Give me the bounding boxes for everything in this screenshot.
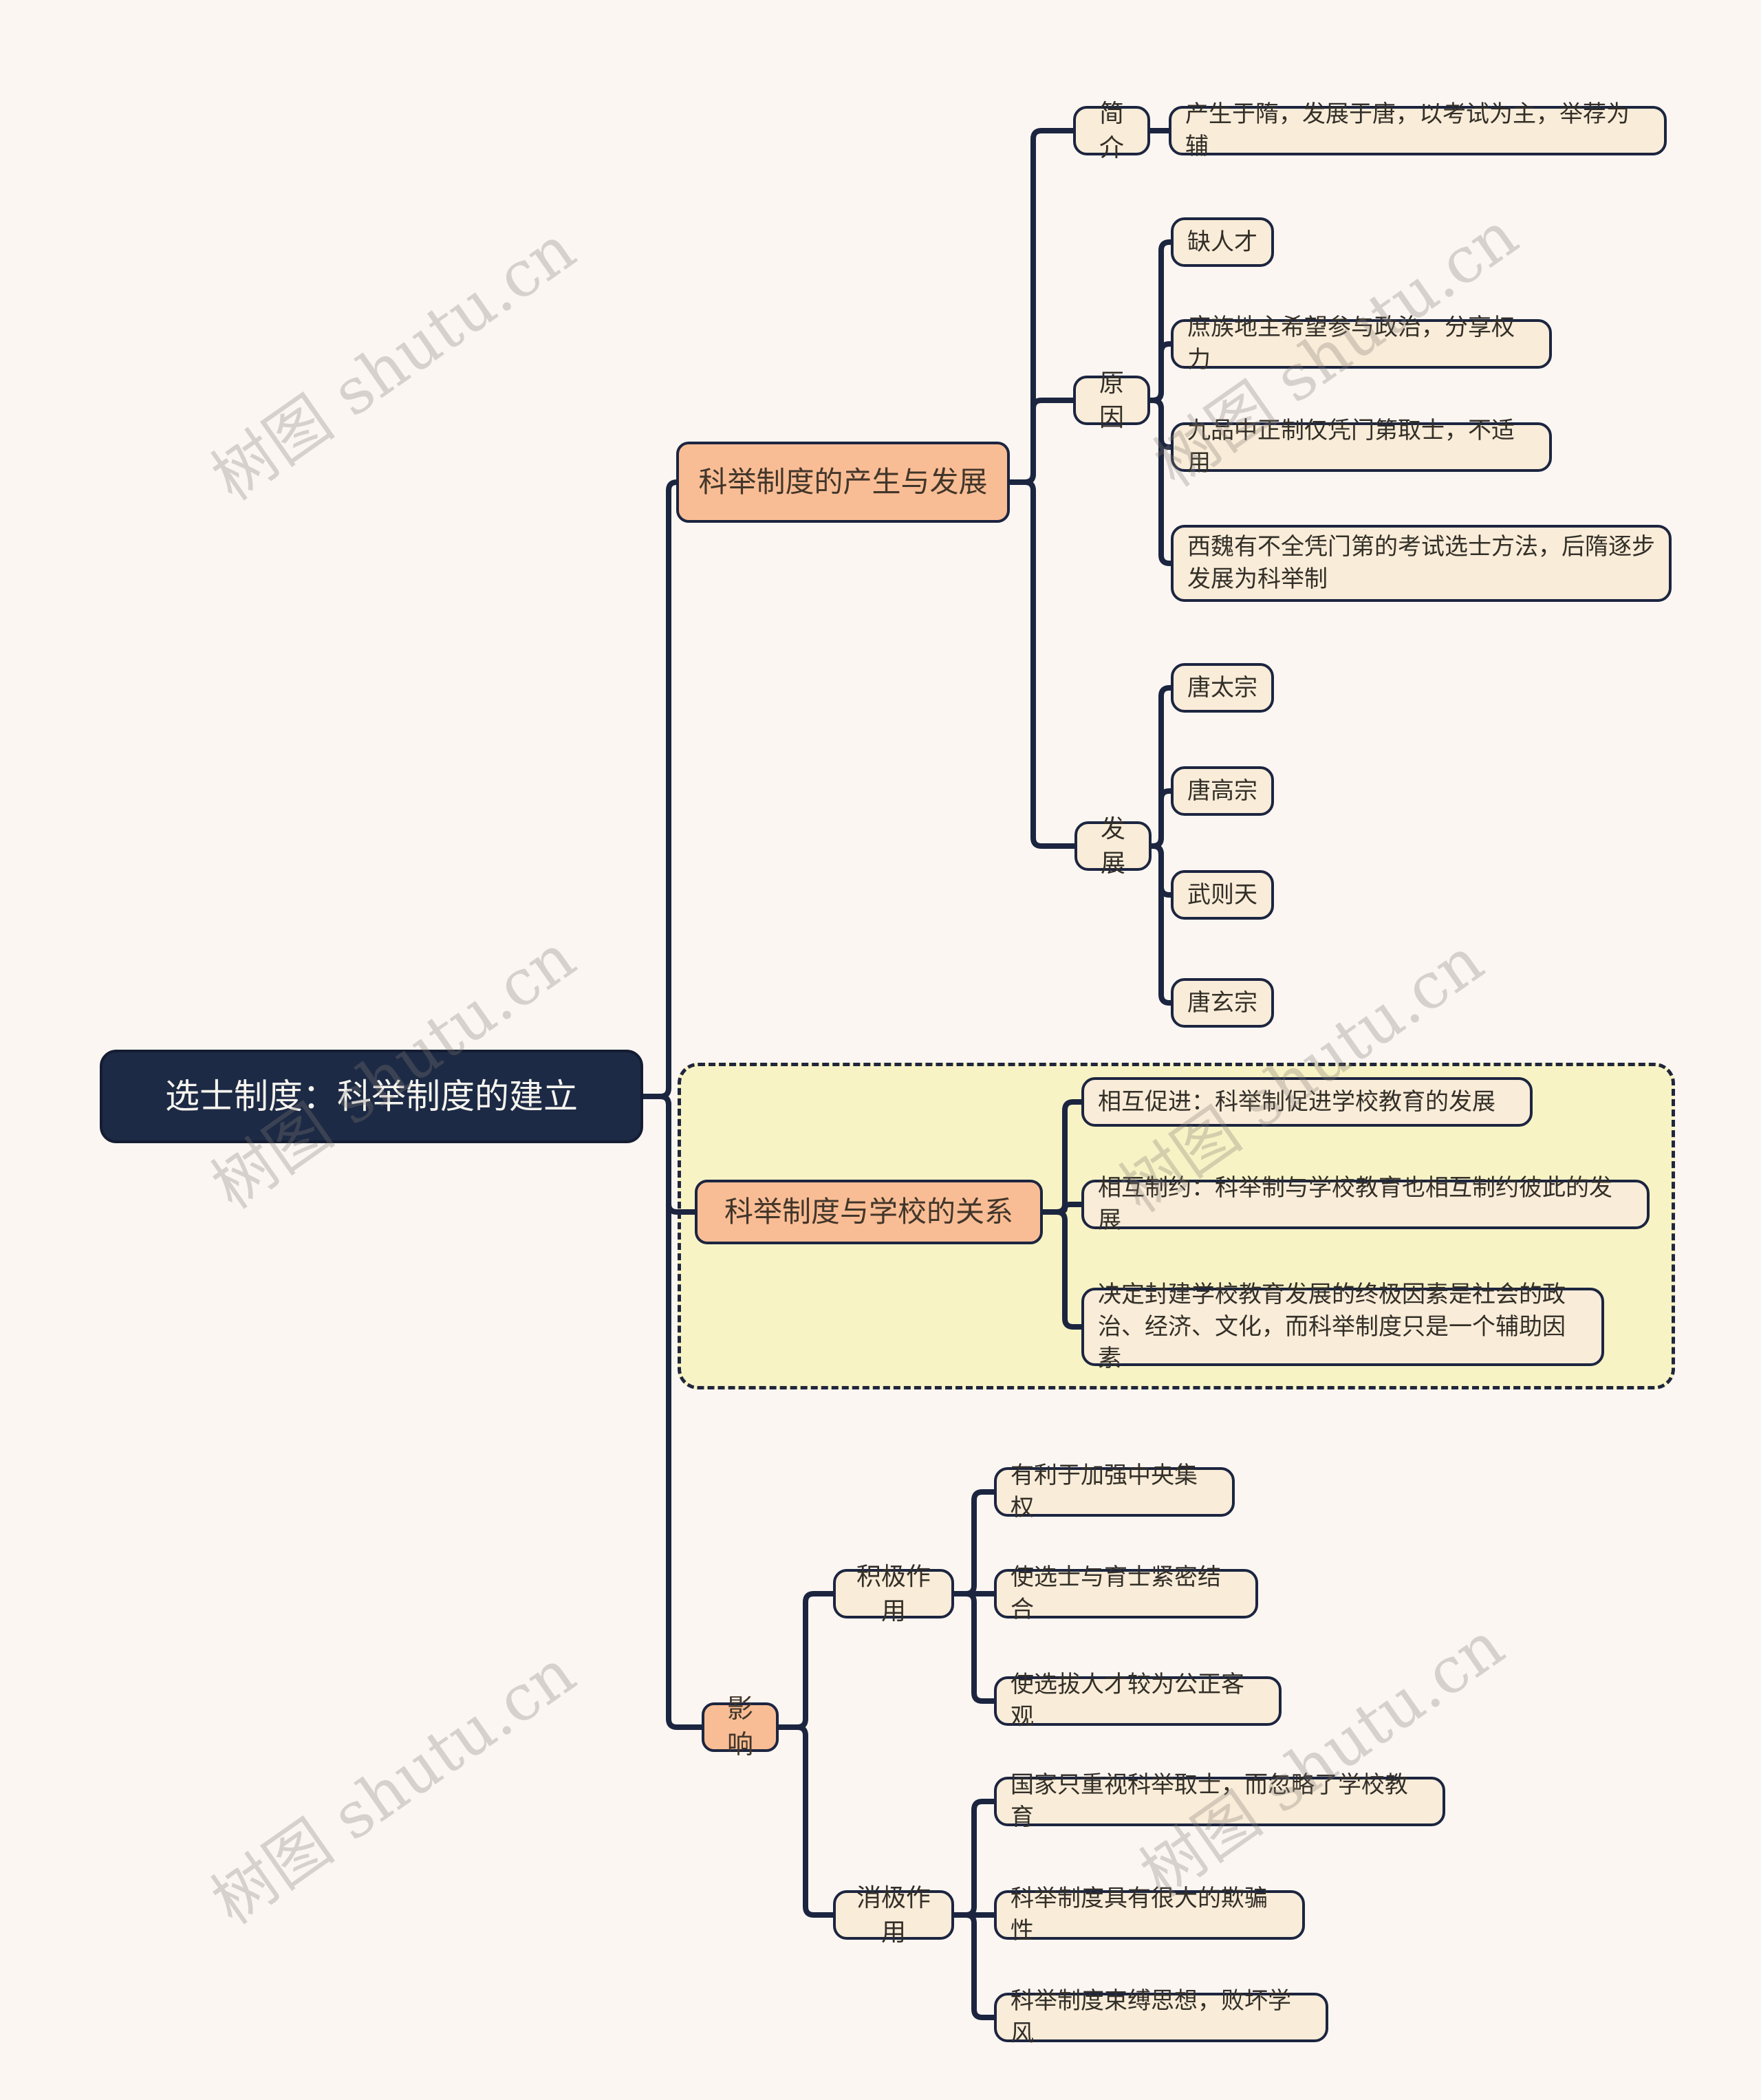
development-node: 发展	[1074, 814, 1152, 877]
emperor-node: 唐高宗	[1171, 766, 1274, 816]
reason-item-node: 西魏有不全凭门第的考试选士方法，后隋逐步发展为科举制	[1171, 525, 1672, 602]
reason-item-node: 九品中正制仅凭门第取士，不适用	[1171, 418, 1552, 476]
branch1-topic: 科举制度的产生与发展	[676, 442, 1010, 523]
intro-detail-node: 产生于隋，发展于唐，以考试为主，举荐为辅	[1169, 101, 1667, 160]
emperor-node: 唐玄宗	[1171, 978, 1274, 1028]
positive-item-node: 使选拔人才较为公正客观	[994, 1671, 1282, 1730]
negative-item-node: 国家只重视科举取士，而忽略了学校教育	[994, 1772, 1445, 1830]
positive-item-node: 使选士与育士紧密结合	[994, 1564, 1258, 1623]
negative-node: 消极作用	[833, 1883, 954, 1946]
negative-item-node: 科举制度束缚思想，败坏学风	[994, 1988, 1328, 2046]
emperor-node: 武则天	[1171, 870, 1274, 920]
intro-node: 简介	[1073, 99, 1150, 162]
relation-topic: 科举制度与学校的关系	[695, 1180, 1043, 1244]
reason-node: 原因	[1073, 369, 1150, 431]
emperor-node: 唐太宗	[1171, 663, 1274, 713]
reason-item-node: 庶族地主希望参与政治，分享权力	[1171, 314, 1552, 373]
reason-item-node: 缺人才	[1171, 217, 1274, 267]
relation-item-node: 相互制约：科举制与学校教育也相互制约彼此的发展	[1081, 1175, 1650, 1233]
influence-topic: 影响	[702, 1695, 779, 1760]
root-topic: 选士制度：科举制度的建立	[100, 1050, 643, 1143]
positive-node: 积极作用	[833, 1562, 954, 1625]
relation-item-node: 相互促进：科举制促进学校教育的发展	[1081, 1077, 1533, 1127]
positive-item-node: 有利于加强中央集权	[994, 1462, 1235, 1521]
negative-item-node: 科举制度具有很大的欺骗性	[994, 1885, 1305, 1944]
relation-item-node: 决定封建学校教育发展的终极因素是社会的政治、经济、文化，而科举制度只是一个辅助因…	[1081, 1281, 1604, 1372]
